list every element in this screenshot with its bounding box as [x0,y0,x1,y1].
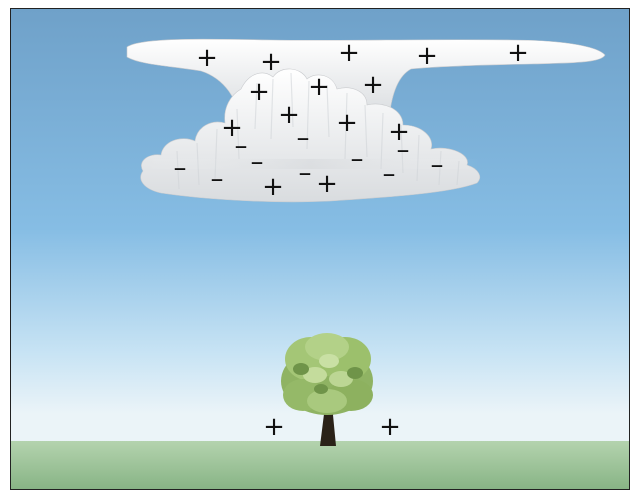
positive-charge: + [336,110,358,136]
ground-positive-charge: + [263,414,285,440]
negative-charge: – [211,166,224,192]
positive-charge: + [262,174,284,200]
ground [11,441,630,490]
lightning-scene: + + + + + + + + + + + + – – – – – – – – … [10,8,630,490]
negative-charge: – [235,133,248,159]
negative-charge: – [383,161,396,187]
positive-charge: + [260,49,282,75]
positive-charge: + [196,45,218,71]
negative-charge: – [431,152,444,178]
negative-charge: – [397,137,410,163]
positive-charge: + [338,40,360,66]
negative-charge: – [174,155,187,181]
ground-positive-charge: + [379,414,401,440]
negative-charge: – [351,146,364,172]
negative-charge: – [299,160,312,186]
positive-charge: + [416,43,438,69]
negative-charge: – [297,125,310,151]
positive-charge: + [362,72,384,98]
tree-foliage [281,333,373,415]
positive-charge: + [308,74,330,100]
positive-charge: + [248,79,270,105]
positive-charge: + [316,171,338,197]
positive-charge: + [507,40,529,66]
